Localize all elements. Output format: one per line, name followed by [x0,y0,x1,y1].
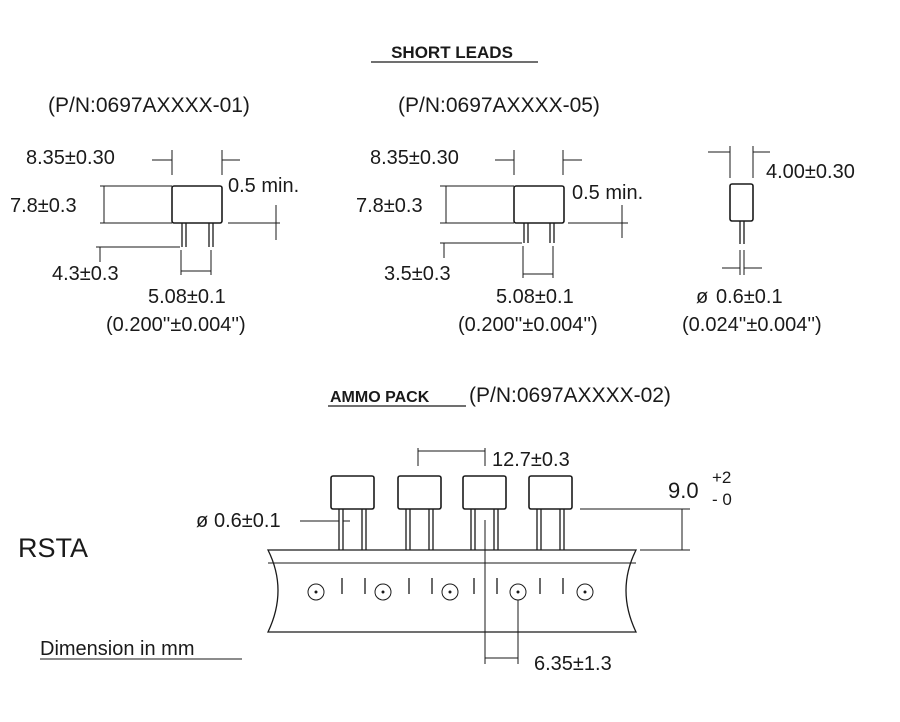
part-05-body [513,185,565,224]
ammo-hole-pitch: 6.35±1.3 [534,653,612,675]
side-body [729,183,754,222]
part-01-width: 8.35±0.30 [26,147,115,169]
ammo-pack-title: AMMO PACK [330,389,430,406]
side-lead-dia-in: (0.024''±0.004'') [682,314,822,336]
side-thickness: 4.00±0.30 [766,161,855,183]
ammo-height-tol-minus: - 0 [712,490,732,509]
ammo-component [397,475,442,510]
part-01-height: 7.8±0.3 [10,195,77,217]
ammo-pack-pn: (P/N:0697AXXXX-02) [469,384,671,407]
part-05-pitch: 5.08±0.1 [496,286,574,308]
part-05-gap: 0.5 min. [572,182,643,204]
part-05-pitch-in: (0.200''±0.004'') [458,314,598,336]
part-05-pn: (P/N:0697AXXXX-05) [398,94,600,117]
ammo-pitch: 12.7±0.3 [492,449,570,471]
part-01-pn: (P/N:0697AXXXX-01) [48,94,250,117]
side-dia-symbol: ø [696,286,708,308]
ammo-lead-dia: 0.6±0.1 [214,510,281,532]
part-01-body [171,185,223,224]
ammo-component [528,475,573,510]
short-leads-title: SHORT LEADS [391,43,513,62]
ammo-component [462,475,507,510]
series-label: RSTA [18,533,88,563]
part-01-view: (P/N:0697AXXXX-01) 8.35±0.30 7.8±0.3 0.5… [10,94,299,336]
ammo-tape-view: 12.7±0.3 ø 0.6±0.1 9.0 +2 - 0 [196,448,732,675]
part-01-pitch-in: (0.200''±0.004'') [106,314,246,336]
ammo-dia-symbol: ø [196,510,208,532]
part-05-view: (P/N:0697AXXXX-05) 8.35±0.30 7.8±0.3 0.5… [356,94,643,336]
carrier-tape [266,549,638,633]
part-01-gap: 0.5 min. [228,175,299,197]
ammo-height-base: 9.0 [668,478,699,503]
footer-note: Dimension in mm [40,638,194,660]
part-01-lead-length: 4.3±0.3 [52,263,119,285]
part-05-width: 8.35±0.30 [370,147,459,169]
part-05-lead-length: 3.5±0.3 [384,263,451,285]
side-lead-dia: 0.6±0.1 [716,286,783,308]
ammo-height-tol-plus: +2 [712,468,731,487]
side-view: 4.00±0.30 ø 0.6±0.1 (0.024''±0.004'') [682,146,855,336]
part-01-pitch: 5.08±0.1 [148,286,226,308]
ammo-component [330,475,375,510]
part-05-height: 7.8±0.3 [356,195,423,217]
